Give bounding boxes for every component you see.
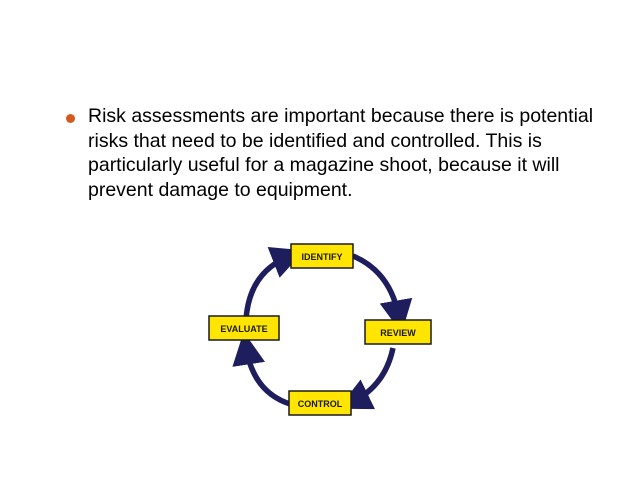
evaluate-label: EVALUATE [220, 324, 267, 334]
evaluate-box: EVALUATE [208, 315, 280, 341]
bullet-text: Risk assessments are important because t… [88, 105, 594, 201]
risk-cycle-diagram: IDENTIFY REVIEW CONTROL EVALUATE [205, 236, 437, 422]
arrow-review-to-control [338, 347, 396, 410]
arrow-identify-to-review [351, 253, 413, 334]
arrow-evaluate-to-identify [243, 247, 305, 321]
arrow-control-to-evaluate [232, 331, 291, 407]
review-box: REVIEW [364, 319, 432, 345]
control-box: CONTROL [288, 390, 352, 416]
control-label: CONTROL [298, 399, 343, 409]
review-label: REVIEW [380, 328, 416, 338]
identify-label: IDENTIFY [301, 252, 342, 262]
bullet-icon [66, 114, 75, 123]
identify-box: IDENTIFY [290, 243, 354, 269]
